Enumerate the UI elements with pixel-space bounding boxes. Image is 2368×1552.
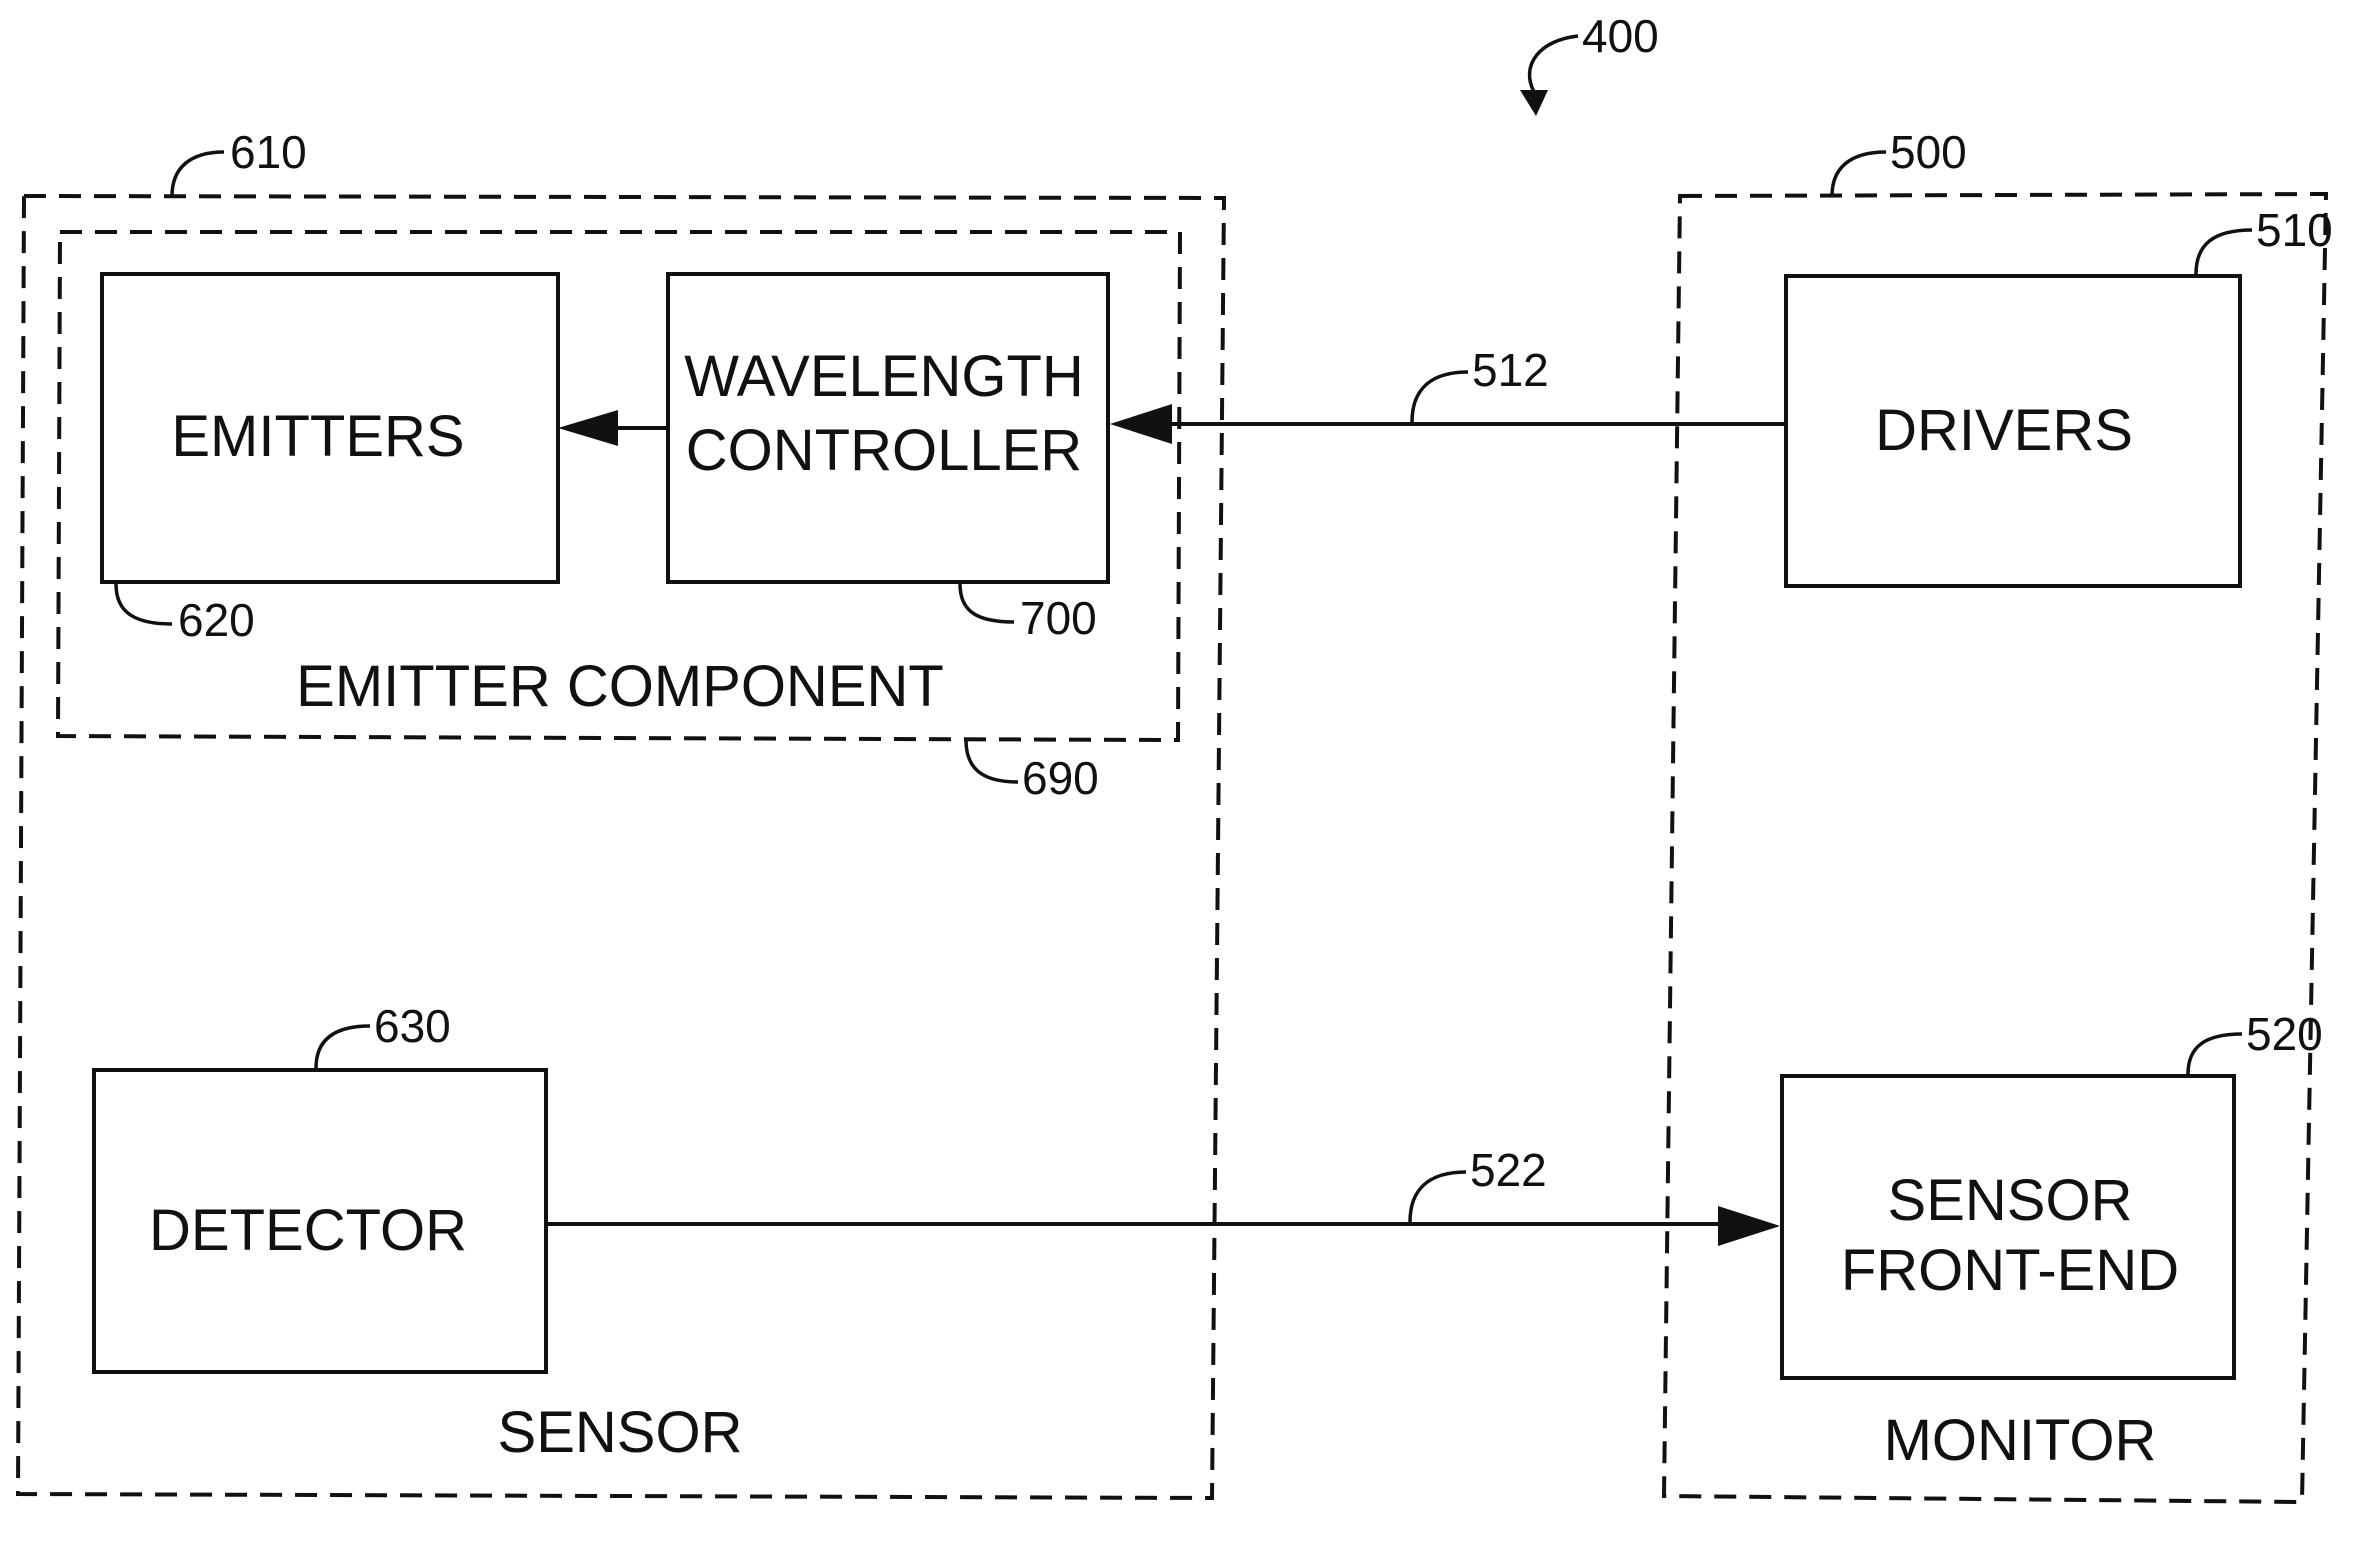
detector-ref-leader [316,1026,370,1068]
wavelength-controller-label-line1: WAVELENGTH [684,344,1084,409]
figure-ref-label: 400 [1582,10,1659,62]
emitter-component-label: EMITTER COMPONENT [296,654,944,719]
emitters-ref-leader [116,584,172,624]
monitor-ref: 500 [1890,126,1967,178]
emitters-block: EMITTERS 620 [102,274,558,646]
drivers-label: DRIVERS [1875,398,2133,463]
sensor-front-end-ref: 520 [2246,1008,2323,1060]
sensor-label: SENSOR [498,1400,743,1465]
figure-ref-400: 400 [1520,10,1659,116]
sensor-front-end-block: SENSOR FRONT-END 520 [1782,1008,2323,1378]
figure-ref-arrowhead [1520,90,1548,116]
connection-522-arrowhead [1718,1206,1780,1246]
wavelength-controller-ref-leader [960,584,1014,622]
connection-512-arrowhead [1110,404,1172,444]
emitter-component-ref: 690 [1022,752,1099,804]
monitor-label: MONITOR [1884,1408,2157,1473]
detector-ref: 630 [374,1000,451,1052]
wavelength-controller-block: WAVELENGTH CONTROLLER 700 [668,274,1108,644]
connection-512-ref-leader [1412,372,1468,422]
drivers-block: DRIVERS 510 [1786,204,2333,586]
controller-to-emitters-arrow [558,410,666,446]
monitor-ref-leader [1832,152,1886,196]
detector-label: DETECTOR [149,1198,467,1263]
wavelength-controller-ref: 700 [1020,592,1097,644]
connection-522-ref: 522 [1470,1144,1547,1196]
connection-522-ref-leader [1410,1172,1466,1222]
detector-block: DETECTOR 630 [94,1000,546,1372]
emitter-component-ref-leader [966,740,1018,782]
figure-ref-leader [1530,36,1578,92]
sensor-ref-leader [172,152,224,196]
sensor-front-end-label-line1: SENSOR [1888,1168,2133,1233]
drivers-ref: 510 [2256,204,2333,256]
emitters-ref: 620 [178,594,255,646]
connection-512: 512 [1110,344,1786,444]
sensor-front-end-ref-leader [2188,1034,2242,1074]
wavelength-controller-label-line2: CONTROLLER [686,418,1082,483]
connection-512-ref: 512 [1472,344,1549,396]
controller-to-emitters-arrowhead [558,410,618,446]
emitters-label: EMITTERS [171,404,464,469]
drivers-ref-leader [2196,230,2252,274]
connection-522: 522 [548,1144,1780,1246]
sensor-front-end-label-line2: FRONT-END [1841,1238,2179,1303]
sensor-ref: 610 [230,126,307,178]
